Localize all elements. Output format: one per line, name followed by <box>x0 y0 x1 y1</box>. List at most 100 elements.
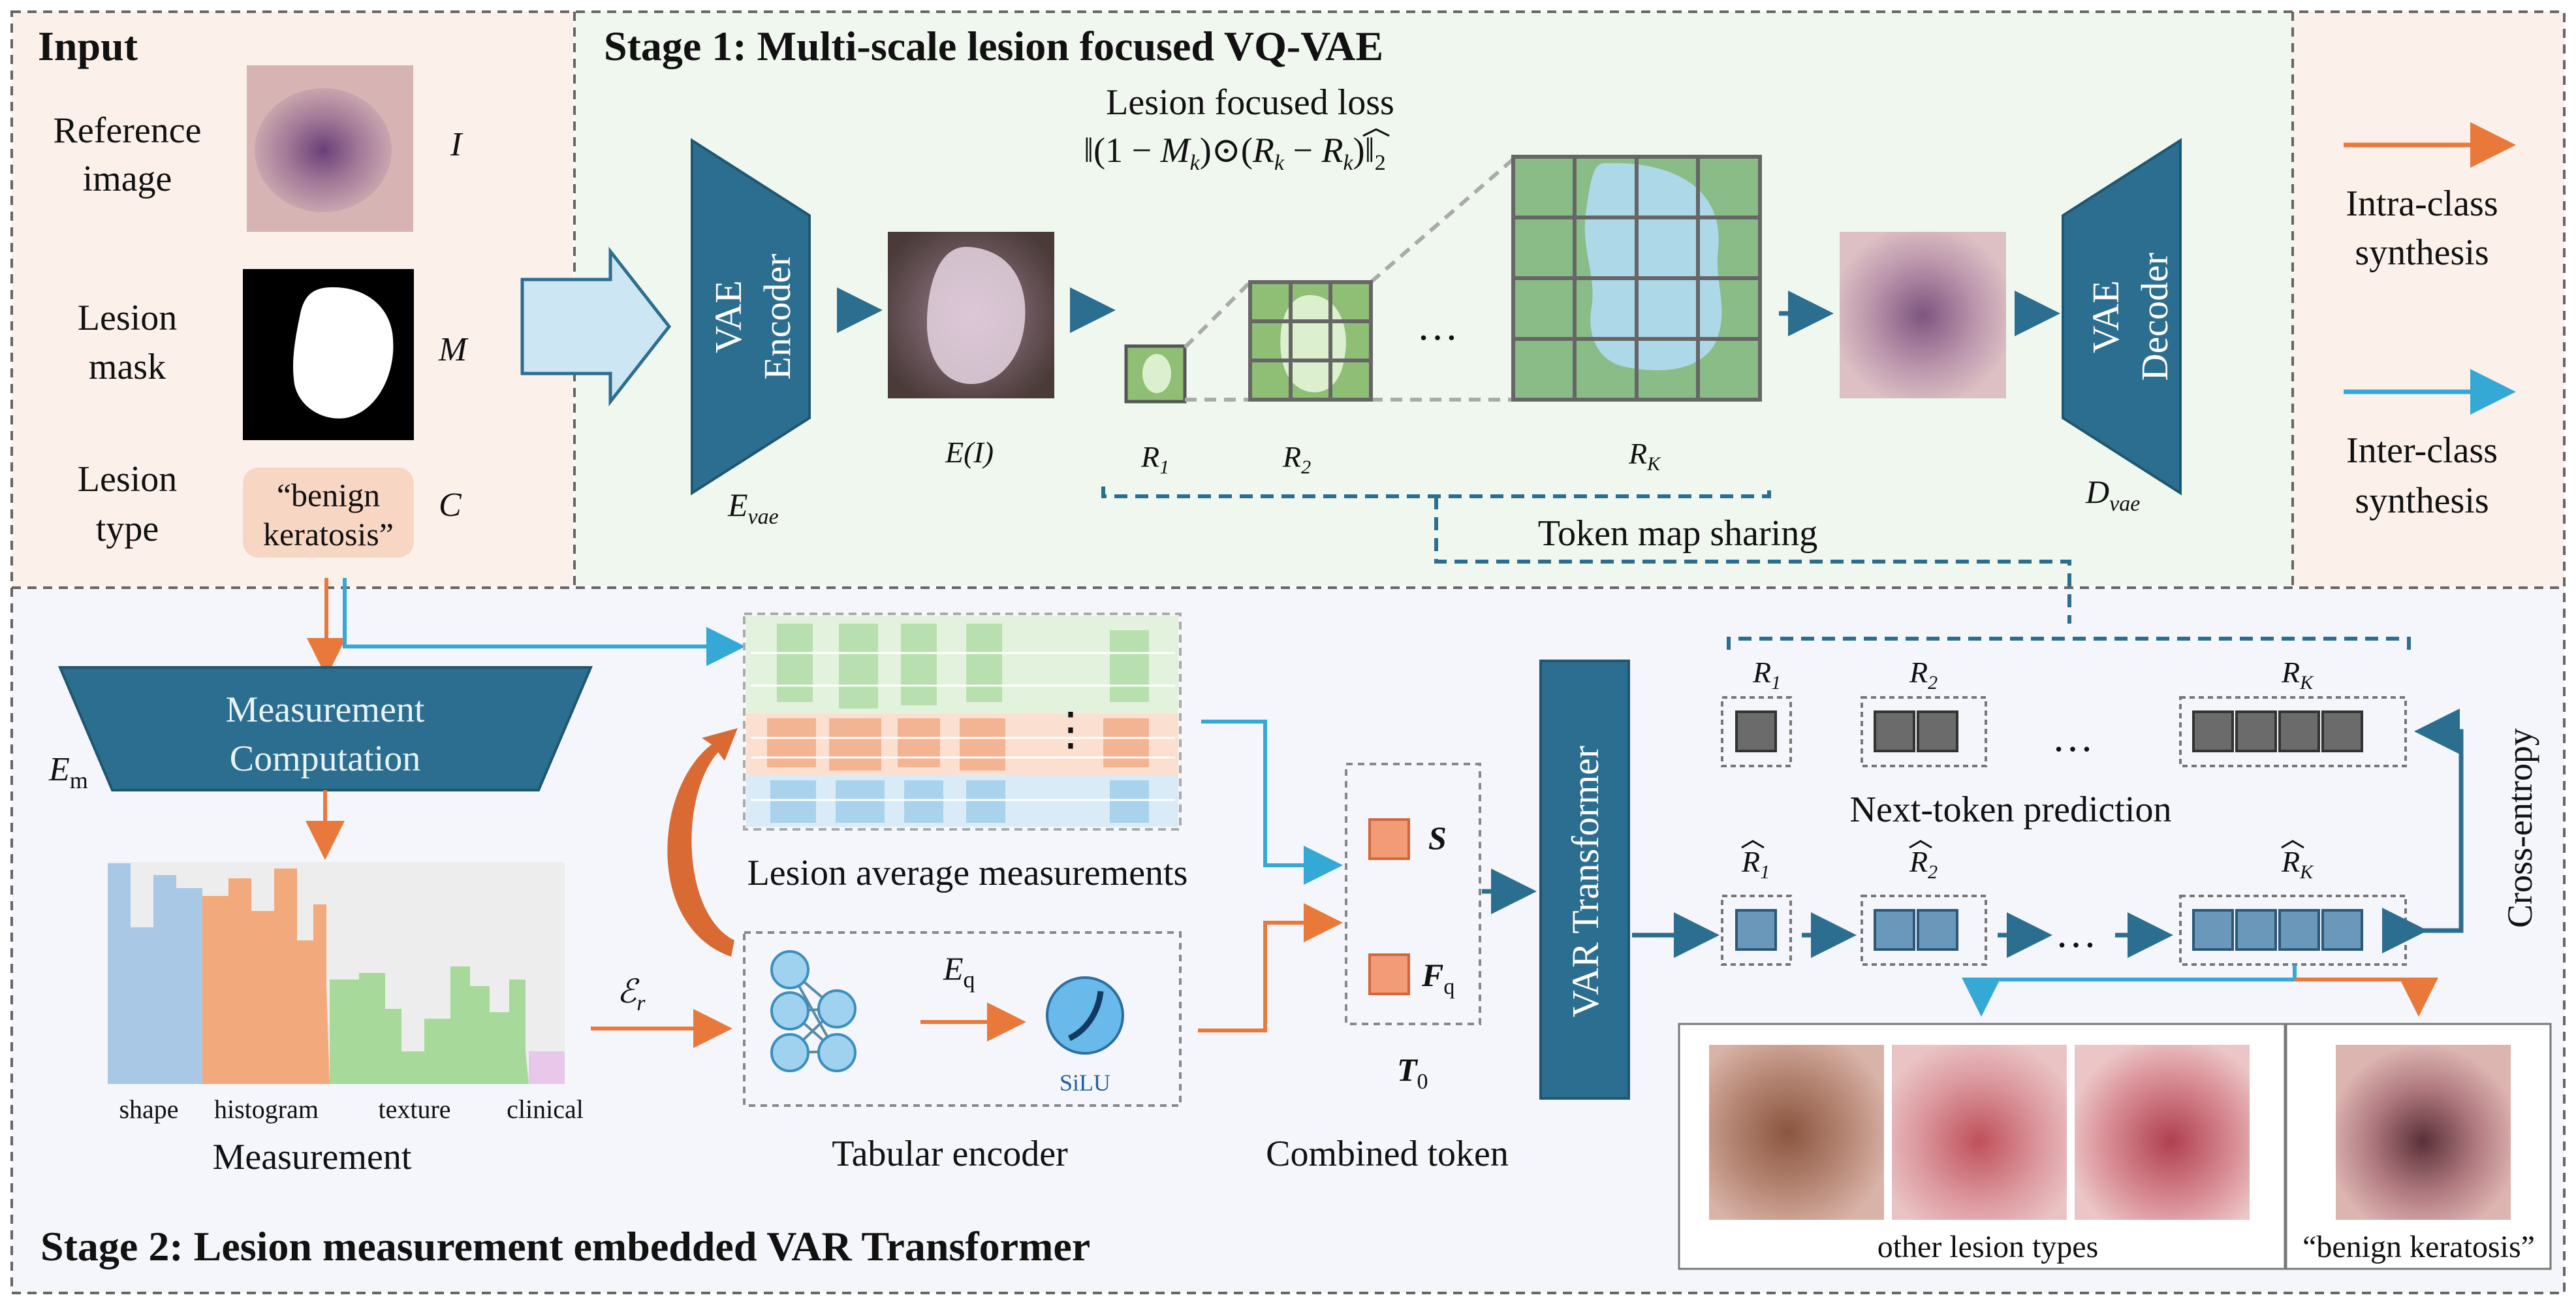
lesion-type-value-1: “benign <box>277 477 380 513</box>
svg-text:Dvae: Dvae <box>2085 473 2140 516</box>
curved-arrow-tabular-to-avg <box>667 728 738 957</box>
generated-image-2 <box>1892 1045 2067 1220</box>
vae-encoder <box>691 138 811 496</box>
target-token-r2-group <box>1861 696 1987 767</box>
svg-text:‖(1 − Mk)⊙(Rk − Rk)‖2: ‖(1 − Mk)⊙(Rk − Rk)‖2 <box>1084 131 1386 175</box>
type-label-1: Lesion <box>78 459 177 500</box>
svg-text:RK: RK <box>2281 656 2314 694</box>
generated-image-3 <box>2075 1045 2250 1220</box>
combined-caption: Combined token <box>1266 1134 1509 1174</box>
pred-token-rk-a <box>2192 909 2234 951</box>
reference-lesion <box>255 88 392 212</box>
token-sharing-label: Token map sharing <box>1538 513 1817 554</box>
combined-token-box <box>1345 763 1481 1025</box>
target-token-r2-a <box>1874 710 1915 752</box>
zoom-line-1 <box>1183 280 1252 349</box>
mask-label-1: Lesion <box>78 298 177 338</box>
generated-image-1 <box>1709 1045 1884 1220</box>
bar-label-histogram: histogram <box>214 1094 319 1124</box>
outer-border <box>10 10 2566 1294</box>
target-token-r1-group <box>1721 696 1792 767</box>
loss-formula: ‖(1 − Mk)⊙(Rk − Rk)‖2 <box>1084 128 1390 175</box>
shape-bars <box>108 863 202 1084</box>
top-r2-label: R2 <box>1909 656 1938 694</box>
blue-avg-to-token <box>1201 720 1343 885</box>
decoder-label-1: VAE <box>2084 280 2127 353</box>
measurement-computation <box>57 666 593 791</box>
generated-image-benign <box>2336 1045 2511 1220</box>
blue-type-to-avg <box>343 578 746 666</box>
stage1-title: Stage 1: Multi-scale lesion focused VQ-V… <box>604 23 1383 69</box>
measurement-caption: Measurement <box>213 1137 412 1177</box>
lesion-type-box <box>243 468 414 558</box>
pred-rk-label: RK <box>2281 840 2314 883</box>
avg-dots: ⋮ <box>1048 705 1093 755</box>
stage1-dots: … <box>1417 302 1458 349</box>
svg-text:T0: T0 <box>1397 1051 1428 1094</box>
measurement-box-label-1: Measurement <box>226 690 425 730</box>
reference-label-1: Reference <box>54 110 202 151</box>
target-token-r2-b <box>1917 710 1958 752</box>
clinical-bars <box>529 1051 565 1084</box>
inter-class-label-1: Inter-class <box>2346 430 2498 471</box>
fq-token <box>1368 953 1410 995</box>
vae-decoder <box>2062 138 2182 496</box>
target-token-rk-d <box>2321 710 2363 752</box>
mask-symbol: M <box>438 331 469 368</box>
intra-class-label-1: Intra-class <box>2346 183 2498 224</box>
avg-measurements-chart <box>743 613 1182 831</box>
legend-panel <box>2293 12 2564 586</box>
target-token-rk-c <box>2278 710 2320 752</box>
orange-tabular-to-token <box>1198 903 1343 1032</box>
decoder-label-2: Decoder <box>2133 253 2176 381</box>
token-sharing-bracket-2 <box>1727 637 2411 650</box>
target-token-r1 <box>1735 710 1777 752</box>
reference-symbol: I <box>450 126 463 163</box>
silu-icon <box>1046 976 1124 1055</box>
token-sharing-connector <box>1434 496 2071 624</box>
lesion-type-value-2: keratosis” <box>263 516 394 552</box>
r1-lesion <box>1142 354 1171 393</box>
decoder-symbol: Dvae <box>2085 473 2140 516</box>
encoder-label-2: Encoder <box>756 253 798 379</box>
svg-text:R2: R2 <box>1909 845 1938 883</box>
silu-label: SiLU <box>1060 1070 1110 1096</box>
pred-token-rk-b <box>2235 909 2277 951</box>
s-token <box>1368 818 1410 860</box>
quantized-output-image <box>1840 232 2006 398</box>
t0-symbol: T0 <box>1397 1051 1428 1094</box>
type-symbol: C <box>439 487 462 524</box>
other-types-label: other lesion types <box>1877 1230 2099 1264</box>
pred-token-rk-d <box>2321 909 2363 951</box>
pred-dots: … <box>2055 910 2097 956</box>
mask-shape <box>293 287 394 419</box>
svg-text:R2: R2 <box>1909 656 1938 694</box>
tabular-caption: Tabular encoder <box>832 1134 1068 1174</box>
reference-label-2: image <box>83 159 172 199</box>
type-label-2: type <box>96 509 159 549</box>
top-dots: … <box>2052 714 2094 760</box>
target-token-rk-a <box>2192 710 2234 752</box>
cross-entropy-arrow <box>2382 709 2464 953</box>
pred-token-r2-b <box>1917 909 1958 951</box>
texture-bars <box>330 966 529 1084</box>
bar-label-shape: shape <box>119 1094 178 1124</box>
var-label: VAR Transformer <box>1564 746 1607 1017</box>
measurement-box-label-2: Computation <box>230 739 420 779</box>
token-map-rk <box>1511 155 1762 402</box>
pred-token-r1 <box>1735 909 1777 951</box>
pred-token-r1-group <box>1721 895 1792 966</box>
inter-class-label-2: synthesis <box>2355 481 2489 521</box>
encoded-lesion <box>926 247 1026 385</box>
bar-label-texture: texture <box>378 1094 450 1124</box>
pred-r2-label: R2 <box>1909 840 1938 883</box>
neural-net-icon <box>770 950 856 1072</box>
input-title: Input <box>38 23 138 69</box>
next-token-label: Next-token prediction <box>1850 790 2172 830</box>
target-token-rk-b <box>2235 710 2277 752</box>
intra-class-label-2: synthesis <box>2355 232 2489 273</box>
stage1-panel <box>574 12 2293 586</box>
input-to-encoder-arrow <box>520 246 672 407</box>
encoded-symbol: E(I) <box>945 436 994 469</box>
